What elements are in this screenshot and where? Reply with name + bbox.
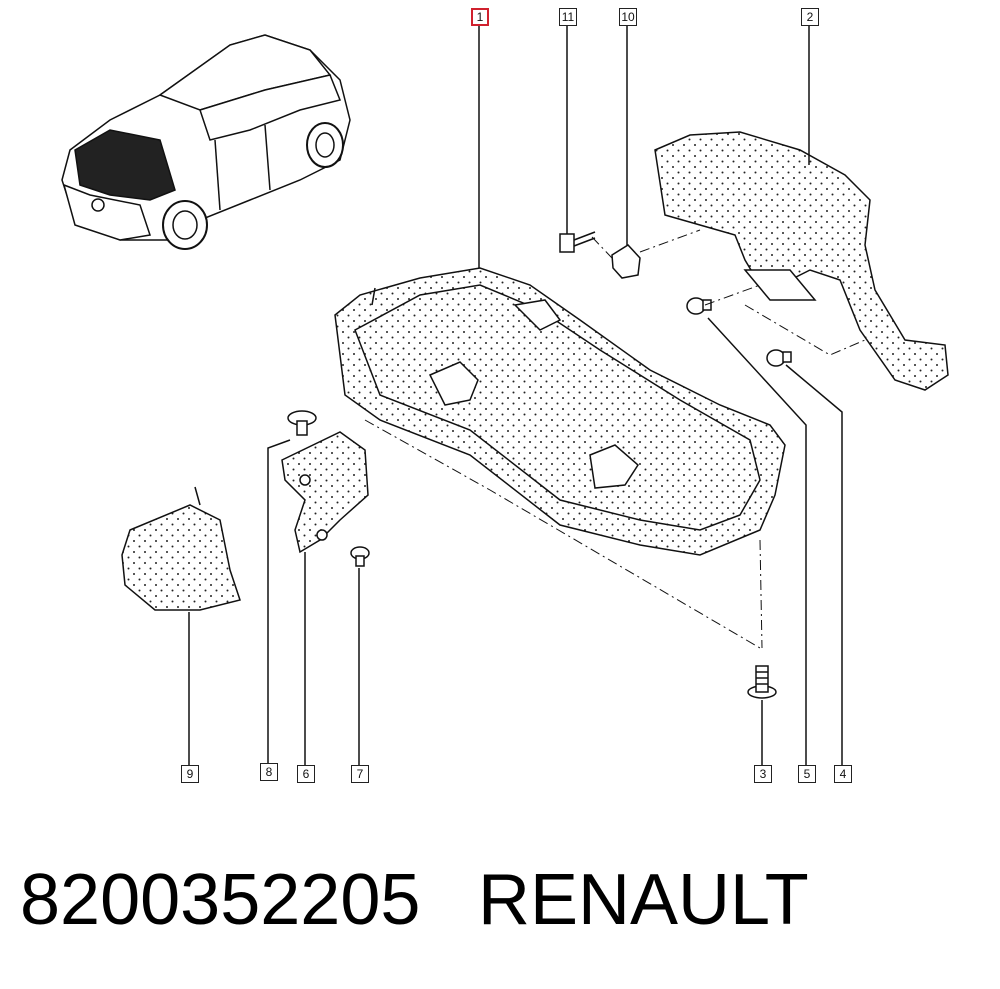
part-4-clip bbox=[766, 349, 792, 367]
assembly-lines bbox=[364, 229, 866, 649]
callout-6[interactable]: 6 bbox=[297, 765, 315, 783]
part-2-arch-panel bbox=[654, 131, 949, 391]
callout-2[interactable]: 2 bbox=[801, 8, 819, 26]
callout-7[interactable]: 7 bbox=[351, 765, 369, 783]
part-8-clip bbox=[287, 410, 317, 436]
callout-3[interactable]: 3 bbox=[754, 765, 772, 783]
callout-5[interactable]: 5 bbox=[798, 765, 816, 783]
callout-11[interactable]: 11 bbox=[559, 8, 577, 26]
part-6-bracket bbox=[281, 431, 369, 554]
part-7-clip bbox=[350, 546, 370, 567]
callout-10[interactable]: 10 bbox=[619, 8, 637, 26]
part-number-text: 8200352205 bbox=[20, 860, 421, 940]
part-9-shield bbox=[121, 486, 241, 611]
car-illustration bbox=[61, 34, 351, 250]
brand-text: RENAULT bbox=[478, 860, 809, 940]
part-1-undertray bbox=[334, 267, 786, 556]
callout-1[interactable]: 1 bbox=[471, 8, 489, 26]
callout-9[interactable]: 9 bbox=[181, 765, 199, 783]
callout-8[interactable]: 8 bbox=[260, 763, 278, 781]
part-3-screw-clip bbox=[747, 665, 777, 699]
fasteners bbox=[287, 231, 792, 699]
callout-4[interactable]: 4 bbox=[834, 765, 852, 783]
part-10-clip bbox=[611, 244, 641, 279]
part-11-bolt bbox=[559, 231, 596, 253]
leader-lines bbox=[188, 25, 843, 765]
part-5-clip bbox=[686, 297, 712, 315]
